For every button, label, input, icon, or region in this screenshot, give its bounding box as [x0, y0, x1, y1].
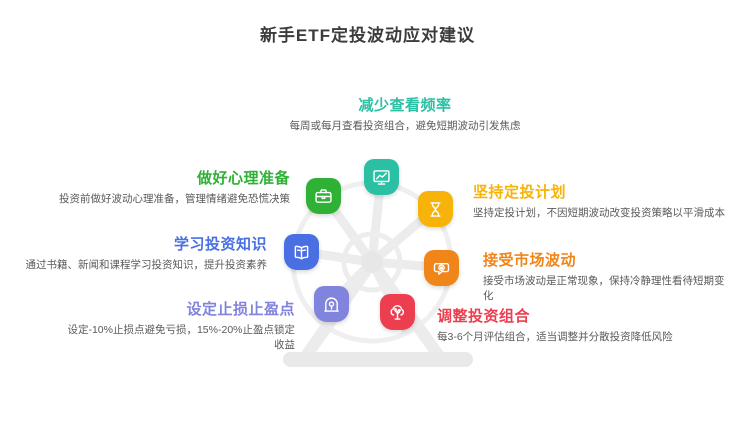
- wheel-inner-ring: [341, 231, 403, 293]
- section-accept-market-volatility: 接受市场波动 接受市场波动是正常现象，保持冷静理性看待短期变化: [483, 252, 733, 304]
- section-heading: 学习投资知识: [173, 236, 267, 253]
- section-description: 设定-10%止损点避免亏损，15%-20%止盈点锁定收益: [67, 324, 295, 351]
- section-reduce-check-frequency: 减少查看频率 每周或每月查看投资组合，避免短期波动引发焦虑: [245, 97, 565, 134]
- section-rebalance-portfolio: 调整投资组合 每3-6个月评估组合，适当调整并分散投资降低风险: [437, 308, 699, 345]
- section-set-stop-loss-take-profit: 设定止损止盈点 设定-10%止损点避免亏损，15%-20%止盈点锁定收益: [57, 301, 295, 353]
- open-book-icon: [294, 245, 309, 260]
- cabin-reduce-check-frequency: [364, 159, 399, 195]
- section-heading: 减少查看频率: [358, 97, 452, 114]
- section-description: 每3-6个月评估组合，适当调整并分散投资降低风险: [437, 331, 673, 343]
- cabin-mental-preparation: [306, 178, 341, 214]
- wheel-base: [283, 352, 473, 367]
- section-mental-preparation: 做好心理准备 投资前做好波动心理准备，管理情绪避免恐慌决策: [38, 170, 290, 207]
- cabin-accept-market-volatility: [424, 250, 459, 286]
- section-heading: 设定止损止盈点: [186, 301, 295, 318]
- section-description: 每周或每月查看投资组合，避免短期波动引发焦虑: [289, 120, 521, 132]
- section-stick-to-invest-plan: 坚持定投计划 坚持定投计划，不因短期波动改变投资策略以平滑成本: [473, 184, 725, 221]
- wheel-hub: [361, 251, 383, 273]
- arch-gauge-icon: [324, 296, 339, 312]
- section-description: 接受市场波动是正常现象，保持冷静理性看待短期变化: [483, 275, 725, 302]
- cabin-set-stop-loss-take-profit: [314, 286, 349, 322]
- section-description: 坚持定投计划，不因短期波动改变投资策略以平滑成本: [473, 207, 725, 219]
- section-description: 通过书籍、新闻和课程学习投资知识，提升投资素养: [25, 259, 268, 271]
- cabin-learn-invest-knowledge: [284, 234, 319, 270]
- page-title: 新手ETF定投波动应对建议: [259, 26, 476, 45]
- money-tree-icon: [390, 304, 404, 320]
- section-heading: 接受市场波动: [483, 252, 577, 269]
- cabin-stick-to-invest-plan: [418, 191, 453, 227]
- section-description: 投资前做好波动心理准备，管理情绪避免恐慌决策: [59, 193, 290, 205]
- section-heading: 做好心理准备: [196, 170, 290, 187]
- cabin-rebalance-portfolio: [380, 294, 415, 330]
- hourglass-icon: [430, 201, 441, 217]
- section-heading: 坚持定投计划: [473, 184, 567, 201]
- monitor-chart-icon: [373, 169, 390, 185]
- briefcase-icon: [315, 188, 332, 203]
- section-heading: 调整投资组合: [437, 308, 531, 325]
- section-learn-invest-knowledge: 学习投资知识 通过书籍、新闻和课程学习投资知识，提升投资素养: [21, 236, 268, 273]
- coin-chat-icon: [433, 262, 450, 275]
